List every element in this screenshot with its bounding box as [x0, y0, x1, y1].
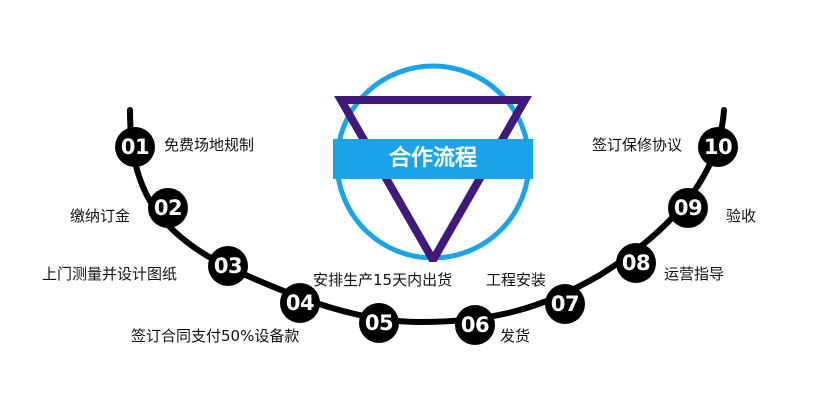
step-badge-06: 06	[455, 305, 495, 345]
step-badge-04: 04	[280, 283, 320, 323]
step-label-09: 验收	[726, 207, 757, 225]
step-badge-03: 03	[208, 246, 248, 286]
step-badge-10: 10	[698, 127, 738, 167]
step-label-01: 免费场地规制	[164, 136, 255, 154]
step-label-08: 运营指导	[664, 265, 725, 283]
step-label-03: 上门测量并设计图纸	[42, 265, 178, 283]
step-badge-01: 01	[115, 127, 155, 167]
emblem-triangle	[334, 96, 532, 262]
step-badge-09: 09	[668, 188, 708, 228]
step-label-10: 签订保修协议	[592, 136, 683, 154]
step-label-04: 签订合同支付50%设备款	[131, 327, 300, 345]
step-label-05: 安排生产15天内出货	[313, 271, 453, 289]
step-label-02: 缴纳订金	[70, 207, 131, 225]
diagram-title: 合作流程	[388, 146, 477, 171]
step-label-07: 工程安装	[486, 271, 547, 289]
step-badge-02: 02	[148, 188, 188, 228]
step-badge-05: 05	[359, 303, 399, 343]
step-label-06: 发货	[500, 327, 531, 345]
title-band: 合作流程	[333, 139, 533, 179]
step-badge-08: 08	[616, 243, 656, 283]
step-badge-07: 07	[545, 284, 585, 324]
